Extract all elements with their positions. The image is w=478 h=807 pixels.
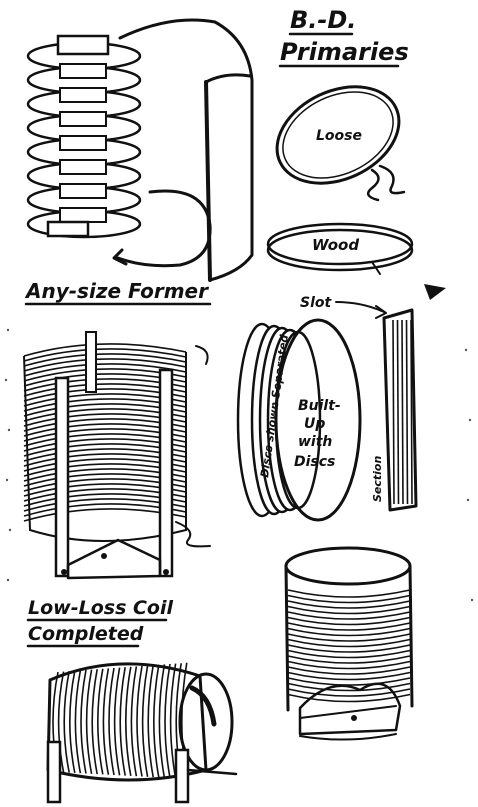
title-line2: Primaries xyxy=(280,38,409,66)
horizontal-coil-turn xyxy=(136,665,143,777)
label-loose: Loose xyxy=(316,128,362,144)
margin-dot xyxy=(468,418,472,422)
coil-turn xyxy=(23,353,187,367)
open-coil-turn xyxy=(287,611,411,620)
open-coil-turn xyxy=(287,644,411,653)
open-coil-turn xyxy=(287,655,411,664)
horizontal-coil-turn xyxy=(153,664,160,778)
horizontal-coil-turn xyxy=(141,665,149,777)
label-built-up-2: Up xyxy=(304,416,325,432)
margin-dot xyxy=(6,578,10,582)
section-line xyxy=(410,319,413,505)
label-slot: Slot xyxy=(300,295,333,311)
label-section: Section xyxy=(371,456,384,502)
section-line xyxy=(405,319,409,505)
horizontal-coil-turn xyxy=(119,667,126,776)
horizontal-coil-turn xyxy=(97,668,104,775)
former-block xyxy=(59,87,107,103)
label-low-loss-coil: Low-Loss Coil xyxy=(28,597,174,619)
horizontal-coil-illustration xyxy=(46,662,238,804)
label-any-size-former: Any-size Former xyxy=(24,279,209,303)
open-coil-turn xyxy=(287,666,411,675)
open-top-coil-illustration xyxy=(284,546,414,741)
wood-disc-illustration xyxy=(266,222,414,275)
open-coil-turn xyxy=(287,627,411,637)
former-block xyxy=(59,183,107,199)
section-line xyxy=(401,319,404,505)
title-line1: B.-D. xyxy=(290,6,356,34)
open-coil-turn xyxy=(287,594,411,604)
former-block xyxy=(59,135,107,151)
section-illustration xyxy=(382,308,418,512)
former-foot xyxy=(46,220,90,238)
margin-dot xyxy=(7,428,11,432)
margin-dot xyxy=(470,598,474,602)
coil-turn xyxy=(23,348,187,362)
margin-dot xyxy=(6,328,10,332)
margin-dot xyxy=(4,378,8,382)
open-coil-turn xyxy=(287,638,411,648)
open-coil-turn xyxy=(287,633,411,642)
open-coil-turn xyxy=(287,688,411,697)
horizontal-coil-turn xyxy=(69,670,76,774)
horizontal-coil-turn xyxy=(80,669,87,774)
margin-dots xyxy=(4,328,474,602)
horizontal-coil-turn xyxy=(108,667,115,776)
section-line xyxy=(392,319,395,505)
horizontal-coil-turn xyxy=(85,669,93,774)
open-coil-turn xyxy=(287,589,411,598)
any-size-former-illustration xyxy=(26,18,254,282)
built-up-discs-illustration xyxy=(236,318,362,522)
open-coil-turn xyxy=(287,671,411,681)
section-line xyxy=(396,319,400,505)
former-disc-stack xyxy=(26,39,142,239)
label-wood: Wood xyxy=(312,236,359,254)
horizontal-coil-turn xyxy=(57,671,65,773)
open-coil-turn xyxy=(287,649,411,659)
horizontal-coil-turn xyxy=(147,665,154,778)
label-built-up-1: Built- xyxy=(298,398,341,414)
open-coil-turn xyxy=(287,622,411,631)
horizontal-coil-turn xyxy=(102,668,110,775)
former-block xyxy=(59,111,107,127)
loose-ring-illustration xyxy=(275,85,406,202)
horizontal-coil-turn xyxy=(169,663,177,779)
margin-dot xyxy=(5,478,9,482)
section-line-set xyxy=(392,319,413,505)
label-built-up-4: Discs xyxy=(294,454,335,470)
coil-turn xyxy=(23,358,187,372)
open-coil-turn xyxy=(287,600,411,609)
horizontal-coil-turn xyxy=(158,664,166,778)
horizontal-coil-turn xyxy=(164,663,171,779)
horizontal-coil-turn xyxy=(125,666,132,777)
horizontal-coil-turn xyxy=(91,669,98,775)
horizontal-coil-winding xyxy=(52,662,188,780)
former-block xyxy=(59,207,107,223)
former-block xyxy=(59,63,107,79)
arrowhead-marker-icon xyxy=(424,284,446,300)
low-loss-coil-illustration xyxy=(23,331,211,580)
label-built-up-3: with xyxy=(298,434,332,450)
margin-dot xyxy=(466,498,470,502)
horizontal-coil-turn xyxy=(63,671,70,773)
open-coil-winding xyxy=(287,589,411,703)
open-coil-turn xyxy=(287,660,411,670)
coil-turn xyxy=(23,343,187,357)
label-completed: Completed xyxy=(28,623,144,645)
coil-turn xyxy=(23,363,187,377)
coil-outline xyxy=(23,352,187,542)
open-coil-turn xyxy=(287,677,411,686)
open-coil-turn xyxy=(287,605,411,615)
horizontal-coil-turn xyxy=(113,667,121,776)
former-block xyxy=(59,159,107,175)
open-coil-turn xyxy=(287,616,411,626)
open-coil-turn xyxy=(287,682,411,692)
margin-dot xyxy=(464,348,468,352)
horizontal-coil-turn xyxy=(130,666,138,777)
margin-dot xyxy=(8,528,12,532)
horizontal-coil-turn xyxy=(74,670,82,774)
